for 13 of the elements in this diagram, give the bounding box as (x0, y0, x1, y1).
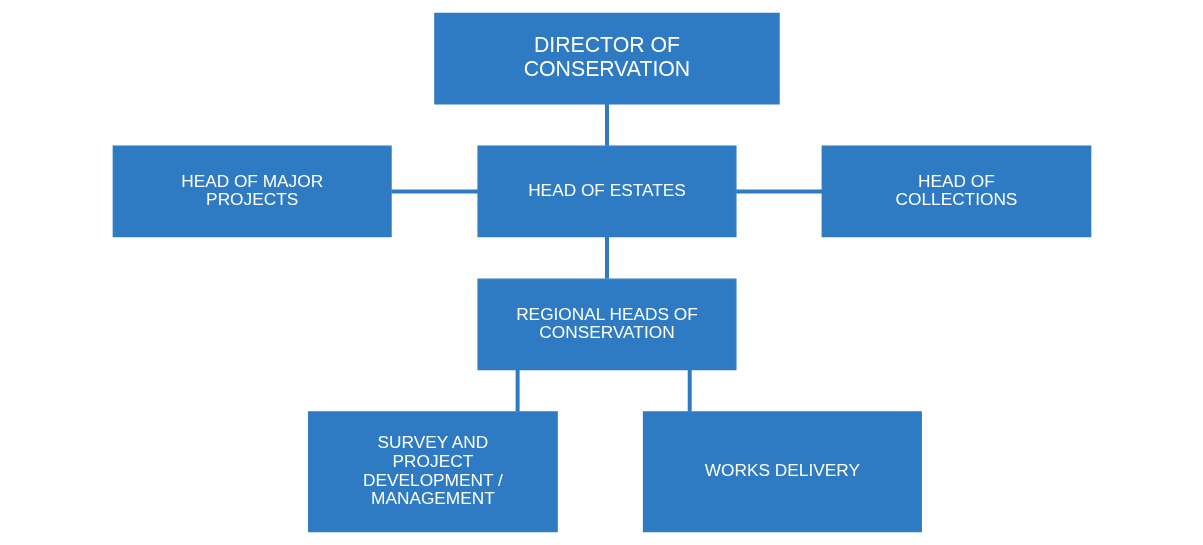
connector (687, 369, 692, 412)
connector (735, 189, 822, 194)
connector (604, 236, 609, 279)
node-box: HEAD OF MAJOR PROJECTS (112, 145, 392, 238)
node-box: WORKS DELIVERY (642, 411, 922, 533)
node-box: REGIONAL HEADS OF CONSERVATION (476, 278, 737, 371)
connector (390, 189, 478, 194)
connector (604, 103, 609, 146)
connector (515, 369, 520, 412)
node-box: HEAD OF COLLECTIONS (821, 145, 1091, 238)
node-box: SURVEY AND PROJECT DEVELOPMENT / MANAGEMENT (307, 411, 558, 533)
node-box: HEAD OF ESTATES (476, 145, 737, 238)
node-box: DIRECTOR OF CONSERVATION (433, 12, 780, 105)
